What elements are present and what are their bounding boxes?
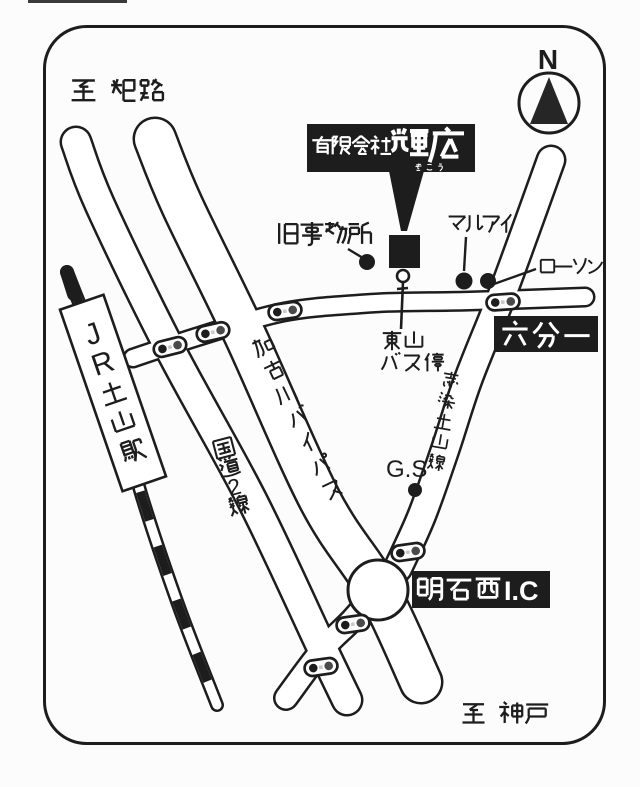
svg-text:N: N — [538, 44, 558, 75]
svg-text:G.S: G.S — [386, 456, 427, 483]
svg-text:2: 2 — [225, 473, 244, 501]
svg-text:I.C: I.C — [504, 576, 539, 606]
